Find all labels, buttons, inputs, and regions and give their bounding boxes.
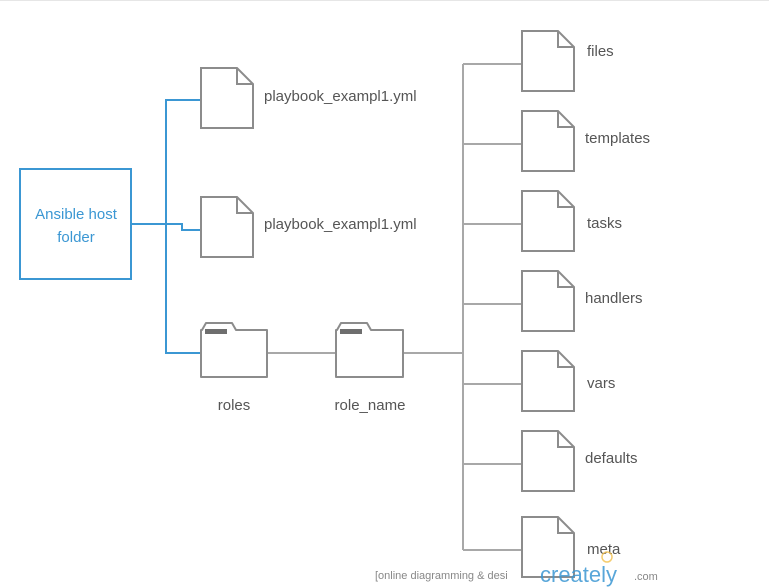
playbook-file-1-label: playbook_exampl1.yml [264,88,417,105]
file-icon [521,30,575,92]
file-icon [200,196,254,258]
ansible-host-folder-label-line1: Ansible host [35,206,118,223]
file-icon [521,190,575,252]
playbook-file-2-label: playbook_exampl1.yml [264,216,417,233]
playbook-file-2-node[interactable]: playbook_exampl1.yml [200,196,417,258]
file-icon [521,110,575,172]
ansible-host-folder-box [19,168,132,280]
role-child-vars-label: vars [587,375,615,392]
role-child-templates-label: templates [585,130,650,147]
host-connectors [131,99,201,354]
top-border [0,0,769,1]
role-child-templates-node[interactable]: templates [521,110,650,172]
role-child-tasks-node[interactable]: tasks [521,190,622,252]
role-child-vars-node[interactable]: vars [521,350,615,412]
folder-tab-mark [205,329,227,334]
file-icon [521,430,575,492]
role-child-defaults-label: defaults [585,450,638,467]
ansible-host-folder-label-line2: folder [57,229,95,246]
file-icon [521,270,575,332]
roles-folder-node[interactable]: roles [200,322,268,414]
role-child-tasks-label: tasks [587,215,622,232]
role-child-defaults-node[interactable]: defaults [521,430,638,492]
watermark-brand: creately [540,562,617,587]
roles-folder-label: roles [218,397,251,414]
folder-tab-mark [340,329,362,334]
role-connectors [267,63,522,551]
watermark-bulb-icon [601,551,613,563]
host-to-roles-connector [165,224,201,354]
role-name-folder-label: role_name [335,397,406,414]
creately-watermark: [online diagramming & desi creately .com [375,551,658,587]
role-child-meta-label: meta [587,541,621,558]
role-child-handlers-label: handlers [585,290,643,307]
role-name-folder-node[interactable]: role_name [335,322,406,414]
ansible-host-folder-node[interactable]: Ansible host folder [19,168,132,280]
watermark-text: [online diagramming & desi [375,570,508,582]
role-child-files-node[interactable]: files [521,30,614,92]
file-icon [200,67,254,129]
file-icon [521,516,575,578]
role-child-files-label: files [587,43,614,60]
role-child-handlers-node[interactable]: handlers [521,270,643,332]
host-to-playbook2-connector [131,223,201,231]
folder-icon [335,322,404,378]
role-child-meta-node[interactable]: meta [521,516,621,578]
watermark-suffix: .com [634,571,658,583]
file-icon [521,350,575,412]
host-to-playbook1-connector [131,99,201,225]
folder-icon [200,322,268,378]
playbook-file-1-node[interactable]: playbook_exampl1.yml [200,67,417,129]
